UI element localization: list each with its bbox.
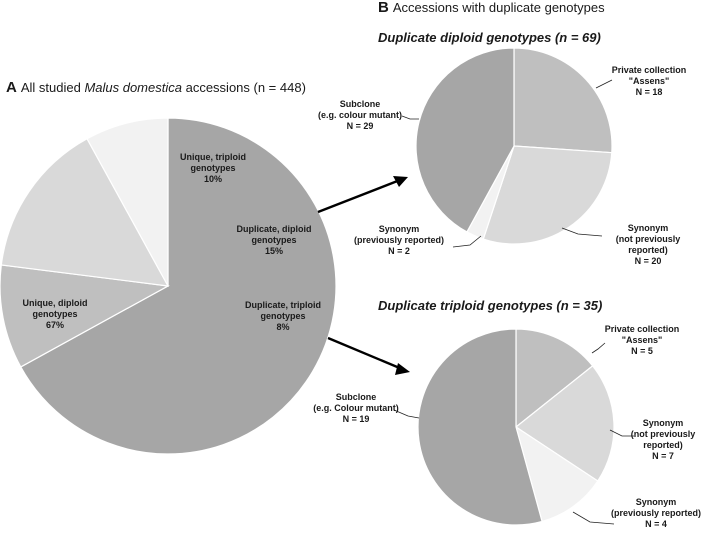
pie-chart-duplicate-diploid: Private collection"Assens"N = 18Synonym(… [318,47,687,266]
pie-chart-duplicate-triploid: Private collection"Assens"N = 5Synonym(n… [313,324,701,529]
pie-b2-label-3: Subclone(e.g. Colour mutant)N = 19 [313,392,399,424]
pie-a-label-0-line-1: genotypes [32,309,77,319]
pie-b1-label-0-line-1: "Assens" [629,76,670,86]
pie-a-slice-3 [86,117,169,287]
panel-a-title-suffix: accessions (n = 448) [182,80,306,95]
pie-a-label-3-line-0: Duplicate, triploid [245,300,321,310]
pie-b1-slice-3 [415,47,515,233]
pie-b2-label-0-line-1: "Assens" [622,335,663,345]
pie-b1-label-1-line-0: Synonym [628,223,669,233]
pie-a-label-3-line-2: 8% [276,322,289,332]
pie-b2-leader-3 [393,409,420,419]
arrow-to-triploid-pie [327,336,403,371]
pie-b2-leader-2 [572,511,615,525]
pie-b1-label-1-line-2: reported) [628,245,668,255]
pie-a-slice-2 [0,137,170,287]
pie-b1-label-2-line-0: Synonym [379,224,420,234]
pie-b1-leader-3 [401,115,419,120]
pie-b1-slice-1 [482,145,613,245]
pie-b2-label-2-line-0: Synonym [636,497,677,507]
pie-b2-label-2: Synonym(previously reported)N = 4 [611,497,701,529]
pie-b1-leader-0 [595,79,613,89]
pie-a-label-0-line-2: 67% [46,320,64,330]
panel-b-title: B Accessions with duplicate genotypes [378,0,605,16]
pie-b2-label-1-line-3: N = 7 [652,451,674,461]
panel-a-letter: A [6,79,17,96]
pie-b2-slice-1 [514,365,615,482]
pie-a-label-2-line-2: 15% [265,246,283,256]
pie-b1-slice-0 [513,47,613,154]
pie-b2-label-3-line-1: (e.g. Colour mutant) [313,403,399,413]
pie-b1-label-3: Subclone(e.g. colour mutant)N = 29 [318,99,402,131]
pie-b2-label-0: Private collection"Assens"N = 5 [605,324,680,356]
pie-b1-label-0-line-0: Private collection [612,65,687,75]
pie-b1-label-1-line-3: N = 20 [635,256,662,266]
pie-a-label-2-line-0: Duplicate, diploid [236,224,311,234]
pie-a-label-3-line-1: genotypes [260,311,305,321]
pie-b2-label-1-line-2: reported) [643,440,683,450]
pie-a-slice-0 [19,117,337,455]
pie-a-label-0-line-0: Unique, diploid [23,298,88,308]
panel-a-title-species: Malus domestica [84,80,182,95]
pie-b2-label-0-line-2: N = 5 [631,346,653,356]
panel-b-letter: B [378,0,389,16]
pie-a-label-1-line-2: 10% [204,174,222,184]
panel-a-title: A All studied Malus domestica accessions … [6,79,306,96]
arrow-to-diploid-pie [317,178,401,214]
arrow-head-triploid [395,363,410,375]
pie-b1-label-1-line-1: (not previously [616,234,681,244]
pie-a-label-1-line-1: genotypes [190,163,235,173]
pie-b2-label-1-line-1: (not previously [631,429,696,439]
pie-b1-leader-2 [452,235,482,248]
pie-b1-label-3-line-1: (e.g. colour mutant) [318,110,402,120]
pie-b2-label-3-line-2: N = 19 [343,414,370,424]
panel-a-title-prefix: All studied [21,80,85,95]
pie-a-label-2-line-1: genotypes [251,235,296,245]
pie-b1-label-0-line-2: N = 18 [636,87,663,97]
pie-b1-label-2-line-1: (previously reported) [354,235,444,245]
pie-a-label-1-line-0: Unique, triploid [180,152,246,162]
pie-b2-label-2-line-1: (previously reported) [611,508,701,518]
pie-b1-label-2: Synonym(previously reported)N = 2 [354,224,444,256]
pie-a-slice-1 [0,264,170,368]
diploid-subtitle: Duplicate diploid genotypes (n = 69) [378,30,601,45]
panel-b-title-text: Accessions with duplicate genotypes [393,0,605,15]
arrow-head-diploid [393,176,408,187]
pie-b1-label-3-line-2: N = 29 [347,121,374,131]
pie-b2-leader-1 [609,429,634,437]
pie-b2-slice-0 [515,328,594,429]
pie-b2-label-1-line-0: Synonym [643,418,684,428]
pie-b2-slice-2 [514,425,599,523]
pie-b1-leader-1 [561,227,603,237]
pie-b2-slice-3 [417,328,543,526]
pie-b1-label-2-line-2: N = 2 [388,246,410,256]
pie-b2-label-2-line-2: N = 4 [645,519,667,529]
pie-b2-leader-0 [591,342,606,354]
pie-b2-label-3-line-0: Subclone [336,392,377,402]
pie-b2-label-0-line-0: Private collection [605,324,680,334]
pie-b1-label-0: Private collection"Assens"N = 18 [612,65,687,97]
pie-b1-label-3-line-0: Subclone [340,99,381,109]
triploid-subtitle: Duplicate triploid genotypes (n = 35) [378,298,602,313]
